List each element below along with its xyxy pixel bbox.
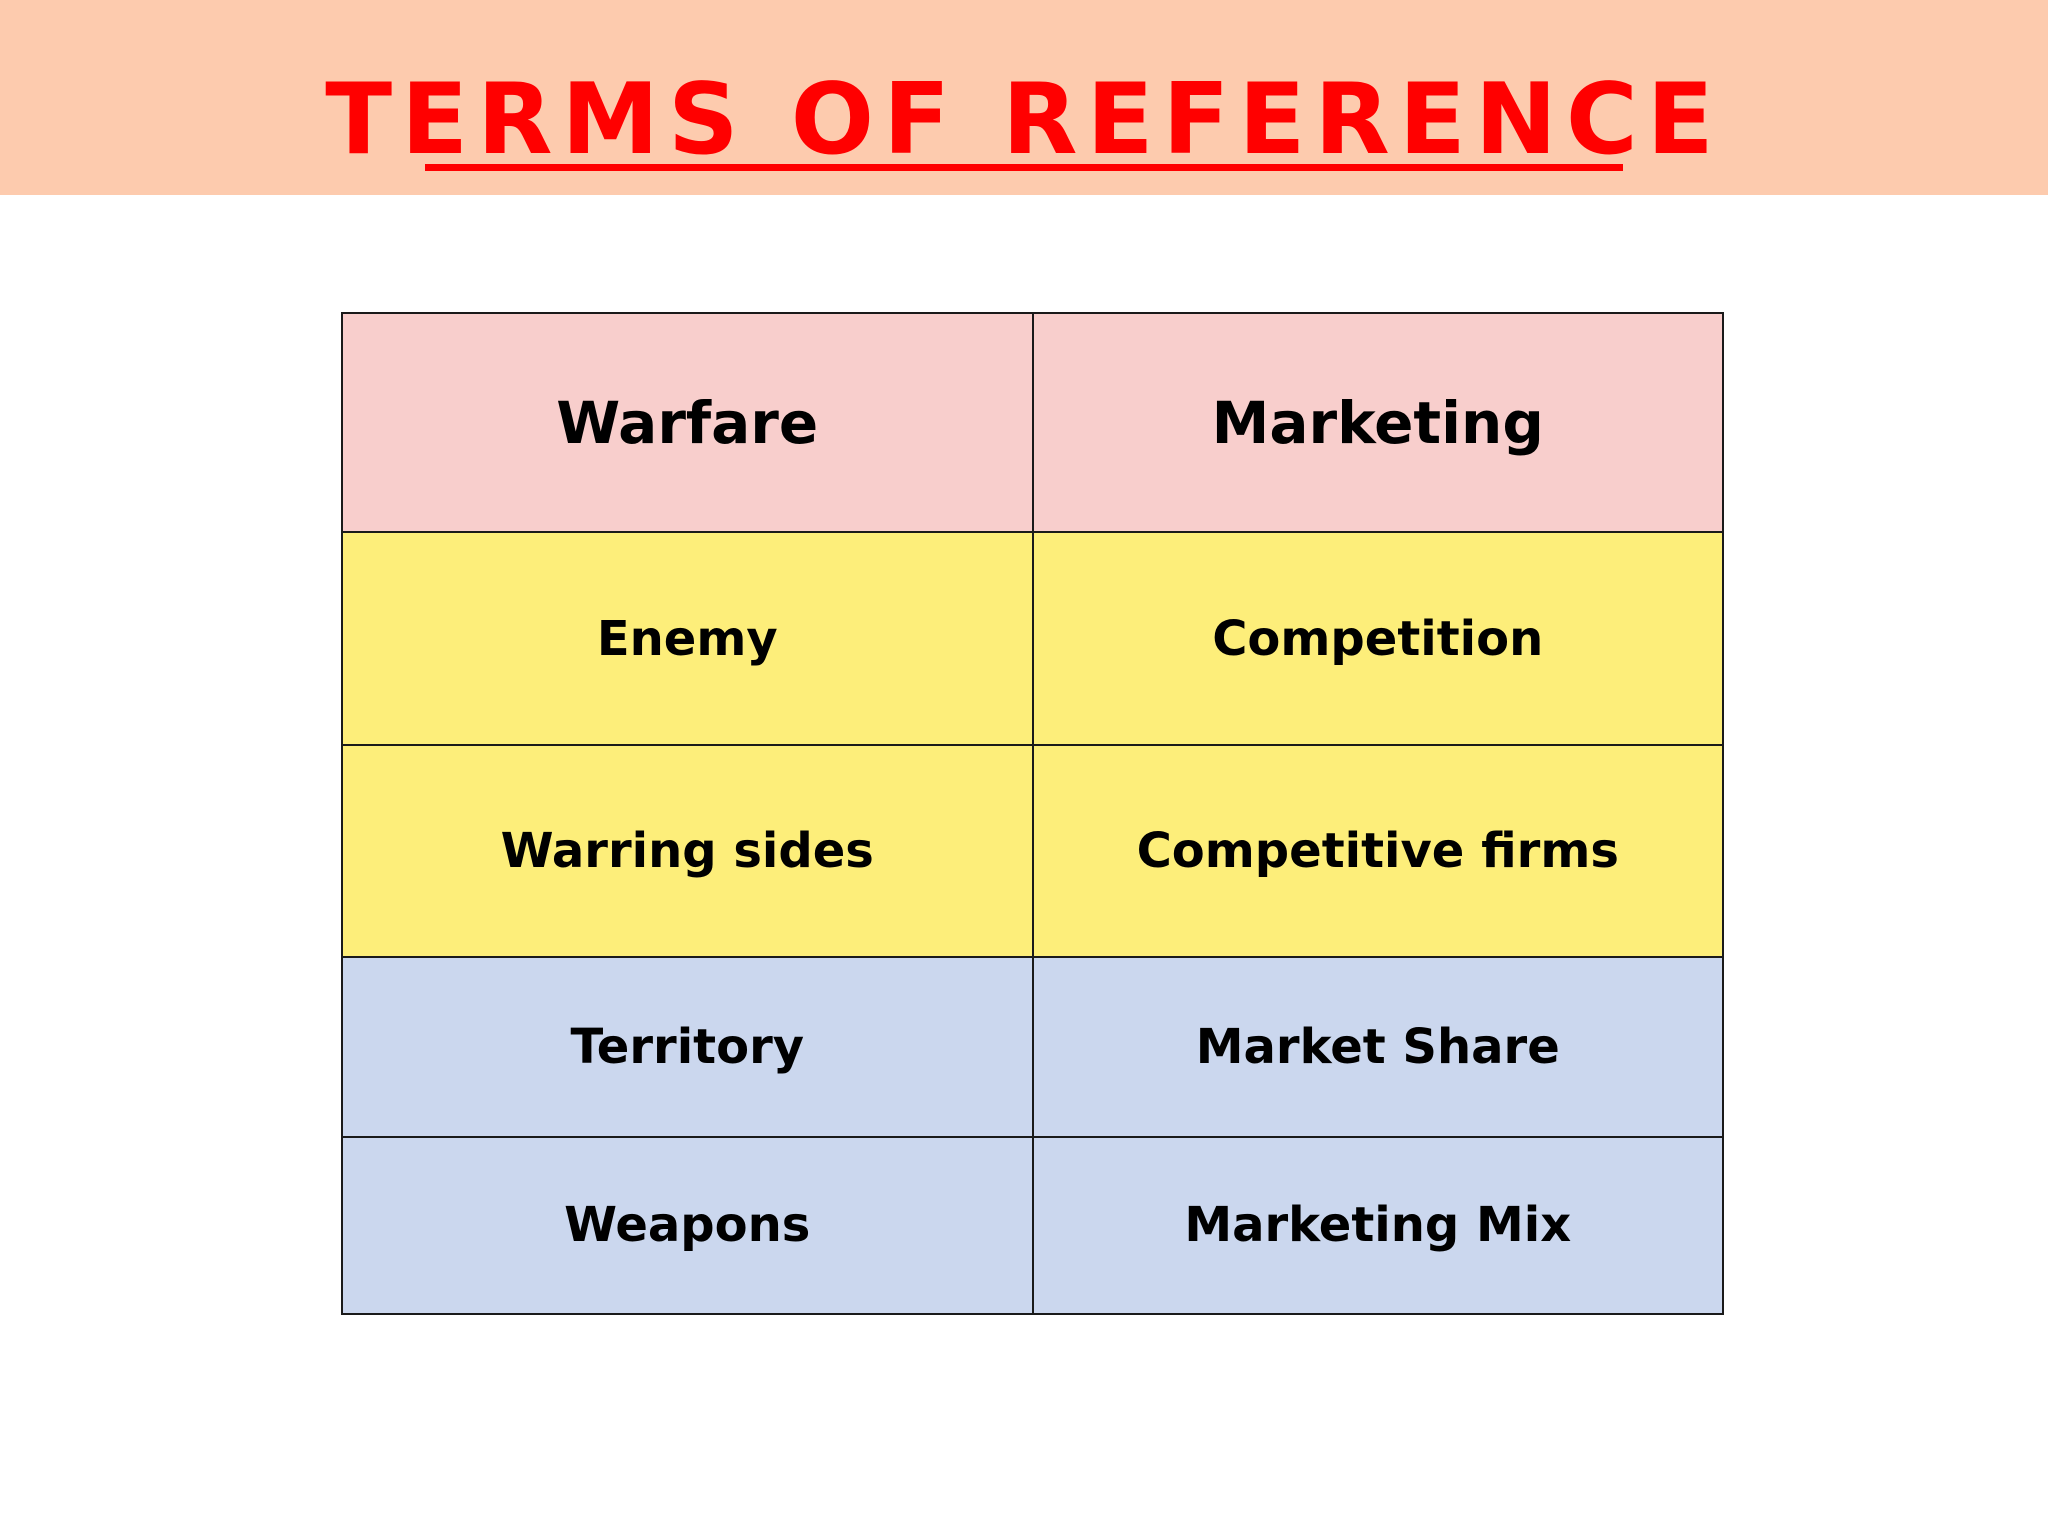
table-cell: Enemy xyxy=(341,531,1034,746)
table-row: Weapons Marketing Mix xyxy=(341,1135,1724,1316)
table-row: Territory Market Share xyxy=(341,956,1724,1138)
table-row: Enemy Competition xyxy=(341,531,1724,746)
table-cell: Territory xyxy=(341,956,1034,1138)
title-underline xyxy=(425,164,1623,171)
comparison-table: Warfare Marketing Enemy Competition Warr… xyxy=(341,311,1724,1316)
table-cell: Market Share xyxy=(1031,956,1724,1138)
slide-title: TERMS OF REFERENCE xyxy=(325,63,1723,177)
table-cell: Competition xyxy=(1031,531,1724,746)
header-band xyxy=(0,0,2048,195)
table-cell: Marketing Mix xyxy=(1031,1135,1724,1316)
header-cell-marketing: Marketing xyxy=(1031,311,1724,534)
table-row: Warring sides Competitive firms xyxy=(341,743,1724,959)
table-cell: Warring sides xyxy=(341,743,1034,959)
table-cell: Competitive firms xyxy=(1031,743,1724,959)
table-cell: Weapons xyxy=(341,1135,1034,1316)
header-cell-warfare: Warfare xyxy=(341,311,1034,534)
table-header-row: Warfare Marketing xyxy=(341,311,1724,534)
